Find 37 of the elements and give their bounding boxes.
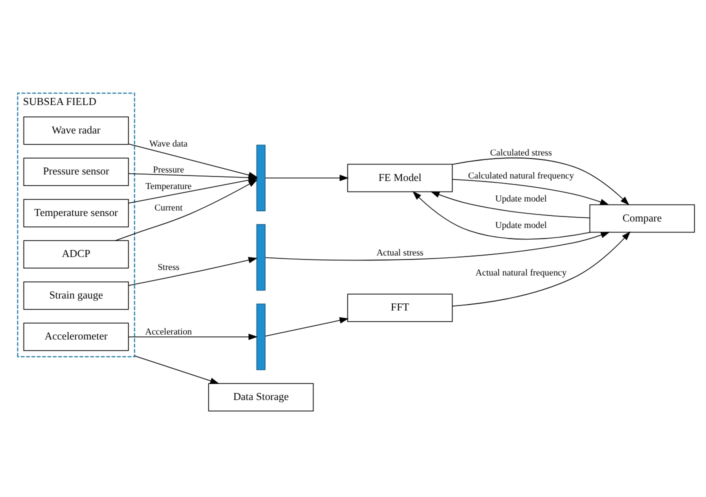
- node-box: Wave radar: [23, 116, 129, 144]
- node-box: Compare: [589, 204, 695, 232]
- node-bar: [256, 224, 266, 290]
- node-box: FFT: [347, 293, 453, 322]
- node-box: Pressure sensor: [23, 157, 129, 186]
- edge-label: Calculated stress: [490, 147, 552, 157]
- edge-label: Acceleration: [145, 326, 192, 336]
- edge-label: Current: [154, 202, 183, 212]
- arrow: [412, 190, 592, 240]
- edge-label: Pressure: [153, 164, 184, 174]
- edge-label: Update model: [495, 192, 547, 203]
- arrow: [452, 157, 630, 205]
- node-box: FE Model: [347, 163, 453, 192]
- arrow: [265, 174, 349, 181]
- arrow: [128, 256, 258, 286]
- node-box: ADCP: [23, 240, 129, 268]
- edge-label: Temperature: [145, 180, 192, 191]
- edge-label: Actual stress: [376, 247, 424, 258]
- node-bar: [256, 144, 266, 211]
- arrow: [265, 231, 610, 260]
- arrow: [265, 316, 349, 336]
- edge-label: Actual natural frequency: [476, 266, 567, 277]
- arrow: [134, 354, 220, 384]
- node-box: Accelerometer: [23, 322, 129, 350]
- arrow: [452, 230, 631, 306]
- node-box: Data Storage: [208, 382, 314, 411]
- edge-label: Calculated natural frequency: [468, 170, 574, 180]
- edge-label: Update model: [495, 220, 547, 230]
- arrow: [128, 333, 258, 340]
- arrow: [452, 178, 610, 205]
- node-box: Strain gauge: [23, 280, 129, 310]
- edge-label: Wave data: [149, 138, 188, 148]
- edge-label: Stress: [158, 262, 180, 272]
- arrow: [115, 178, 258, 240]
- node-box: Temperature sensor: [23, 198, 129, 227]
- node-bar: [256, 303, 266, 370]
- arrow: [430, 190, 590, 218]
